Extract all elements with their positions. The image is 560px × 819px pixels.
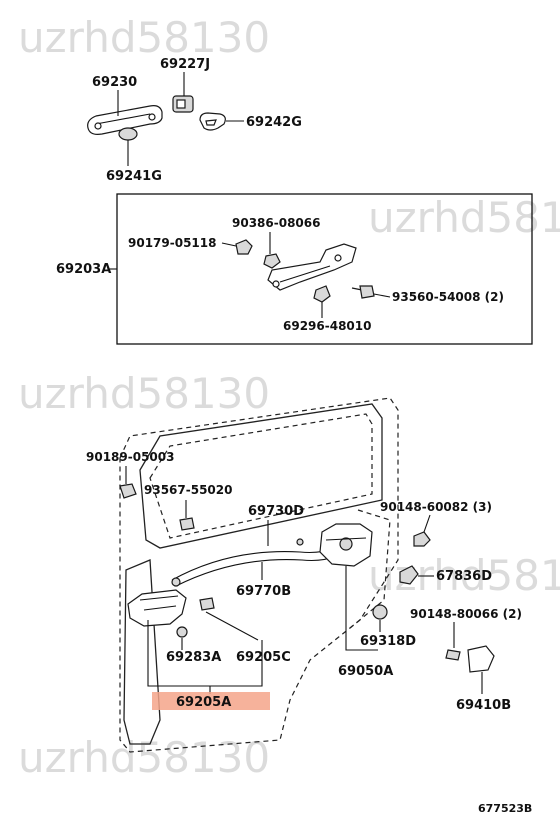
inside-handle-illustration <box>127 589 187 627</box>
frame-bolt-illustration <box>351 285 375 299</box>
leader-69050A <box>345 566 378 651</box>
leader-90179 <box>221 242 237 247</box>
upper-screw-illustration <box>179 517 195 531</box>
label-69205A: 69205A <box>176 695 231 710</box>
label-69050A: 69050A <box>338 664 393 679</box>
label-90148-60082: 90148-60082 (3) <box>380 500 492 514</box>
door-lock-illustration <box>319 523 373 567</box>
watermark-2: uzrhd581 <box>368 193 560 242</box>
label-90148-80066: 90148-80066 (2) <box>410 607 522 621</box>
upper-clip-illustration <box>119 483 137 499</box>
label-69730D: 69730D <box>248 504 304 519</box>
label-90386-08066: 90386-08066 <box>232 216 320 230</box>
leader-93560 <box>373 293 391 298</box>
handle-screw-illustration <box>199 597 215 611</box>
label-69205C: 69205C <box>236 650 291 665</box>
label-69203A: 69203A <box>56 262 111 277</box>
label-90179-05118: 90179-05118 <box>128 236 216 250</box>
lock-screw-illustration <box>413 531 431 547</box>
label-67836D: 67836D <box>436 569 492 584</box>
label-69770B: 69770B <box>236 584 291 599</box>
watermark-3: uzrhd58130 <box>18 369 270 418</box>
label-69283A: 69283A <box>166 650 221 665</box>
frame-nut-illustration <box>235 239 253 255</box>
label-69318D: 69318D <box>360 634 416 649</box>
handle-bezel-illustration <box>176 626 188 638</box>
label-69230: 69230 <box>92 75 137 90</box>
label-69296-48010: 69296-48010 <box>283 319 371 333</box>
watermark-5: uzrhd58130 <box>18 733 270 782</box>
leader-69205C <box>205 611 259 641</box>
handle-pad-illustration <box>199 112 226 131</box>
label-90189-05003: 90189-05003 <box>86 450 174 464</box>
watermark-1: uzrhd58130 <box>18 13 270 62</box>
lock-cap-illustration <box>372 604 388 620</box>
label-93560-54008: 93560-54008 (2) <box>392 290 504 304</box>
label-69227J: 69227J <box>160 57 210 72</box>
label-69242G: 69242G <box>246 115 302 130</box>
frame-gasket-illustration <box>313 285 331 303</box>
cable-illustration <box>171 538 337 587</box>
label-93567-55020: 93567-55020 <box>144 483 232 497</box>
label-69410B: 69410B <box>456 698 511 713</box>
outside-handle-illustration <box>87 105 163 141</box>
handle-cap-illustration <box>172 95 194 113</box>
highlight-69205A <box>152 692 270 710</box>
door-outline-illustration <box>119 397 399 753</box>
leader-90148-60082 <box>423 514 431 533</box>
striker-illustration <box>445 645 495 673</box>
lock-cover-illustration <box>399 565 419 585</box>
diagram-id: 677523B <box>478 802 532 815</box>
handle-frame-illustration <box>267 243 357 291</box>
label-69241G: 69241G <box>106 169 162 184</box>
frame-clip-illustration <box>263 253 281 269</box>
bracket-69205A <box>147 620 263 687</box>
